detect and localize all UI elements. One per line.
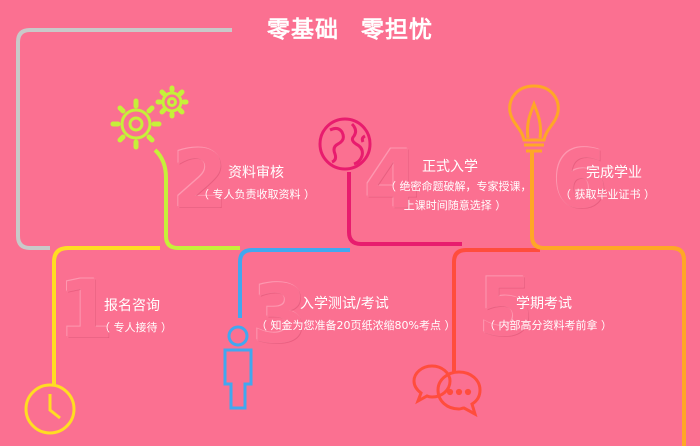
step-3-subtitle: （ 知金为您准备20页纸浓缩80%考点 ） (256, 319, 456, 332)
title-part-2: 零担忧 (361, 17, 433, 43)
step-4-number: 4 (364, 133, 420, 226)
clock-icon (24, 383, 76, 435)
green-connector (153, 148, 240, 250)
step-5-number: 5 (478, 261, 534, 354)
step-1-number: 1 (58, 263, 114, 356)
step-3-title: 入学测试/考试 (300, 296, 389, 312)
step-6-number: 6 (552, 133, 608, 226)
step-2-subtitle: （ 专人负责收取资料 ） (198, 188, 315, 201)
step-2-number: 2 (172, 133, 228, 226)
magenta-connector (347, 172, 462, 246)
step-4-title: 正式入学 (422, 159, 478, 175)
orange-connector (530, 152, 686, 446)
step-1-title: 报名咨询 (104, 298, 160, 314)
step-3-number: 3 (252, 268, 308, 361)
person-icon (223, 325, 253, 410)
step-5-subtitle: （ 内部高分资料考前拿 ） (484, 319, 612, 332)
step-6-subtitle: （ 获取毕业证书 ） (560, 188, 655, 201)
gears-icon (110, 85, 189, 150)
chat-bubbles-icon (412, 364, 482, 418)
lightbulb-icon (508, 84, 560, 153)
page-title: 零基础零担忧 (0, 10, 700, 44)
step-6-title: 完成学业 (586, 165, 642, 181)
title-part-1: 零基础 (267, 17, 339, 43)
red-connector (452, 248, 540, 372)
blue-connector (238, 248, 350, 318)
step-2-title: 资料审核 (228, 165, 284, 181)
globe-icon (318, 117, 372, 171)
step-5-title: 学期考试 (516, 296, 572, 312)
step-4-subtitle-line-2: 上课时间随意选择 ） (403, 199, 507, 212)
gray-connector (16, 28, 232, 250)
step-1-subtitle: （ 专人接待 ） (99, 321, 172, 334)
step-4-subtitle-line-1: （ 绝密命题破解，专家授课， (385, 180, 532, 193)
yellow-connector (52, 246, 160, 385)
